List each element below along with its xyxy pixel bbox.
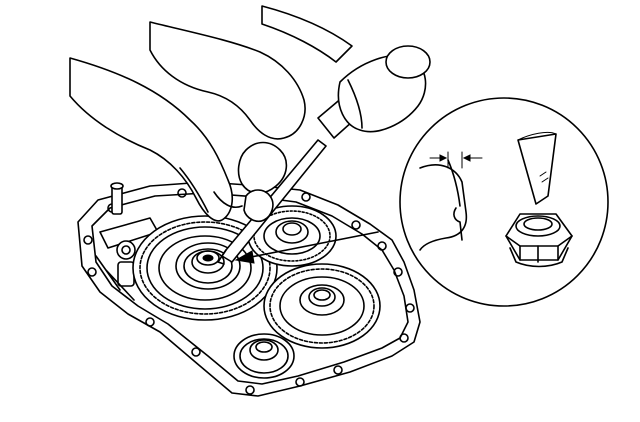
mainshaft-locknut	[191, 250, 225, 274]
punch-tool	[217, 139, 327, 265]
hand-holding-punch	[69, 57, 243, 222]
punch-tip-detail	[517, 131, 557, 205]
lower-shaft-bearing	[233, 333, 295, 379]
staking-gap-section	[419, 151, 483, 251]
pointer-arrow	[234, 231, 379, 264]
final-drive-gear	[263, 263, 381, 349]
hand-with-hammer	[149, 5, 431, 223]
staked-locknut	[505, 213, 573, 268]
detail-magnifier-circle	[399, 97, 609, 307]
